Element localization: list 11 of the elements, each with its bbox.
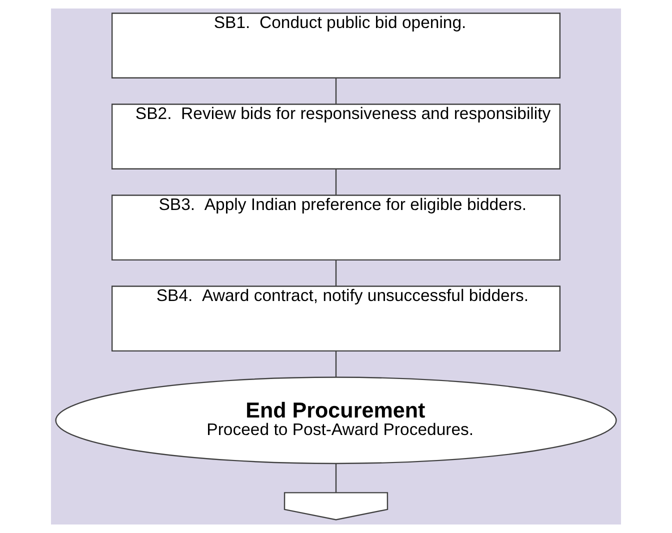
connector — [335, 78, 337, 104]
node-box: SB2. Review bids for responsiveness and responsibility — [111, 104, 561, 170]
node-box: SB4. Award contract, notify unsuccessful bidders. — [111, 286, 561, 352]
node-pentagon — [284, 492, 388, 520]
connector — [335, 351, 337, 378]
connector — [335, 260, 337, 286]
node-ellipse: End Procurement Proceed to Post-Award Procedures. — [55, 376, 617, 464]
connector — [335, 169, 337, 195]
node-box: SB3. Apply Indian preference for eligible bidders. — [111, 194, 561, 261]
connector — [335, 464, 337, 492]
node-box: SB1. Conduct public bid opening. — [111, 12, 561, 78]
